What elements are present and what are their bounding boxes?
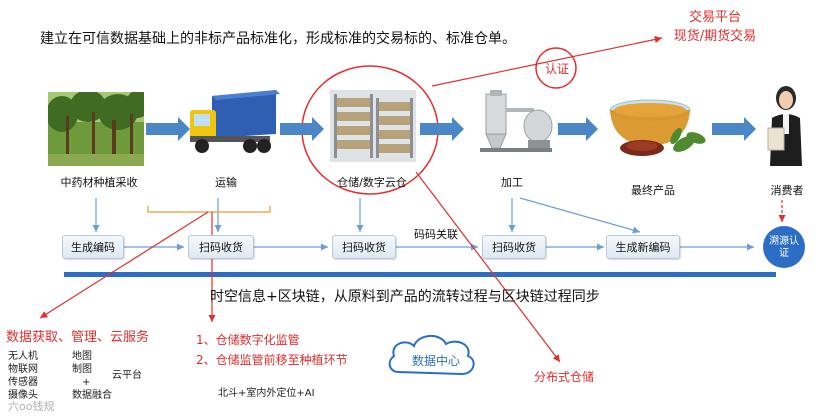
stage-label-consumer: 消费者	[770, 184, 804, 197]
warehouse-image	[330, 90, 416, 162]
source-map: 地图	[72, 351, 92, 362]
step-scan-receive-3: 扫码收货	[482, 235, 546, 259]
trading-platform-line1: 交易平台	[688, 10, 741, 25]
forest-image	[48, 92, 144, 166]
trading-platform-line2: 现货/期货交易	[673, 29, 757, 44]
warehouse-supervision-list: 1、仓储数字化监管 2、仓储监管前移至种植环节	[196, 330, 348, 370]
certify-circle	[535, 47, 577, 89]
supervision-item-1: 1、仓储数字化监管	[196, 333, 300, 347]
data-sources-col1: 无人机 物联网 传感器 摄像头	[8, 350, 38, 402]
cloud-shape	[388, 335, 475, 376]
source-mapping: 制图	[72, 364, 92, 375]
data-sources-col2: 地图 制图 + 数据融合	[72, 350, 112, 402]
machine-image	[470, 90, 554, 160]
tea-cup-image	[598, 88, 710, 160]
source-plus: +	[82, 377, 91, 388]
distributed-storage-label: 分布式仓储	[534, 370, 595, 384]
trace-label: 溯源认证	[769, 236, 799, 259]
stage-label-planting: 中药材种植采收	[60, 176, 138, 189]
step-scan-receive-1: 扫码收货	[188, 235, 254, 259]
source-camera: 摄像头	[8, 390, 38, 401]
stage-arrows	[146, 117, 756, 141]
data-center-label: 数据中心	[411, 354, 460, 368]
cloud-platform-label: 云平台	[112, 370, 142, 381]
stage-label-final-product: 最终产品	[631, 184, 675, 197]
source-sensor: 传感器	[8, 377, 38, 388]
step-scan-receive-2: 扫码收货	[332, 235, 396, 259]
page-title: 建立在可信数据基础上的非标产品标准化，形成标准的交易标的、标准仓单。	[40, 31, 516, 47]
source-data-fusion: 数据融合	[72, 390, 112, 401]
truck-image	[188, 88, 280, 158]
watermark: 六oo钱规	[8, 400, 55, 413]
platform-link-line	[431, 35, 663, 87]
timeline-bar	[64, 272, 776, 277]
stage-label-transport: 运输	[215, 176, 237, 189]
positioning-note: 北斗+室内外定位+AI	[218, 388, 315, 399]
timeline-caption: 时空信息+区块链，从原料到产品的流转过程与区块链过程同步	[210, 289, 600, 305]
source-drone: 无人机	[8, 351, 38, 362]
supervision-item-2: 2、仓储监管前移至种植环节	[196, 353, 348, 367]
trading-platform-label: 交易平台 现货/期货交易	[660, 6, 770, 44]
code-link-label: 码码关联	[414, 228, 458, 241]
source-iot: 物联网	[8, 364, 38, 375]
data-services-title: 数据获取、管理、云服务	[6, 330, 150, 345]
trace-circle	[763, 226, 805, 268]
step-generate-code: 生成编码	[62, 235, 124, 259]
consumer-image	[764, 84, 806, 166]
stage-label-warehouse: 仓储/数字云仓	[337, 176, 407, 189]
stage-label-processing: 加工	[501, 176, 523, 189]
certify-label: 认证	[544, 62, 569, 76]
step-generate-new-code: 生成新编码	[606, 235, 680, 259]
